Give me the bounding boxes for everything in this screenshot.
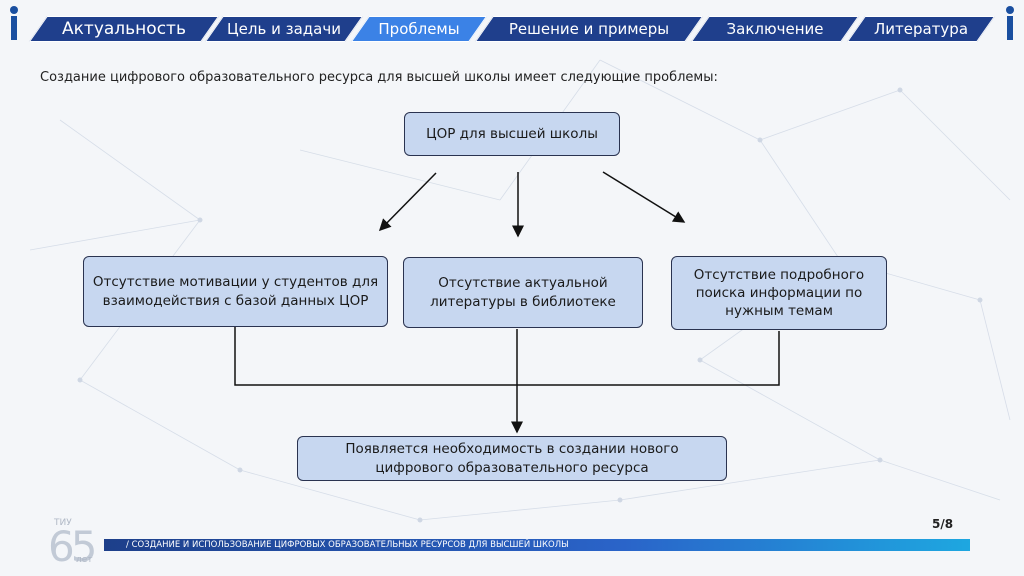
intro-text: Создание цифрового образовательного ресу… — [40, 70, 718, 85]
tab-problems[interactable]: Проблемы — [350, 16, 488, 42]
connector-problem-1 — [234, 327, 517, 386]
root-node: ЦОР для высшей школы — [404, 112, 620, 156]
problem-node-motivation: Отсутствие мотивации у студентов для вза… — [83, 256, 388, 327]
tab-literature[interactable]: Литература — [846, 16, 996, 42]
tab-relevance[interactable]: Актуальность — [28, 16, 220, 42]
result-node: Появляется необходимость в создании ново… — [297, 436, 727, 481]
arrow-root-to-problem-3 — [602, 171, 686, 223]
section-navigation: Актуальность Цель и задачи Проблемы Реше… — [0, 0, 1024, 48]
tab-goals[interactable]: Цель и задачи — [204, 16, 364, 42]
arrow-root-to-problem-1 — [378, 172, 437, 232]
footer-caption: / СОЗДАНИЕ И ИСПОЛЬЗОВАНИЕ ЦИФРОВЫХ ОБРА… — [104, 539, 970, 551]
problem-node-literature: Отсутствие актуальной литературы в библи… — [403, 257, 643, 328]
tab-solutions[interactable]: Решение и примеры — [474, 16, 704, 42]
university-logo-icon — [1004, 6, 1016, 42]
problem-node-search: Отсутствие подробного поиска информации … — [671, 256, 887, 330]
tab-conclusion[interactable]: Заключение — [690, 16, 860, 42]
page-number: 5/8 — [932, 517, 954, 531]
anniversary-badge: ТИУ 65 лет — [48, 518, 97, 571]
university-logo-icon — [8, 6, 20, 42]
connector-problem-3 — [517, 331, 780, 386]
